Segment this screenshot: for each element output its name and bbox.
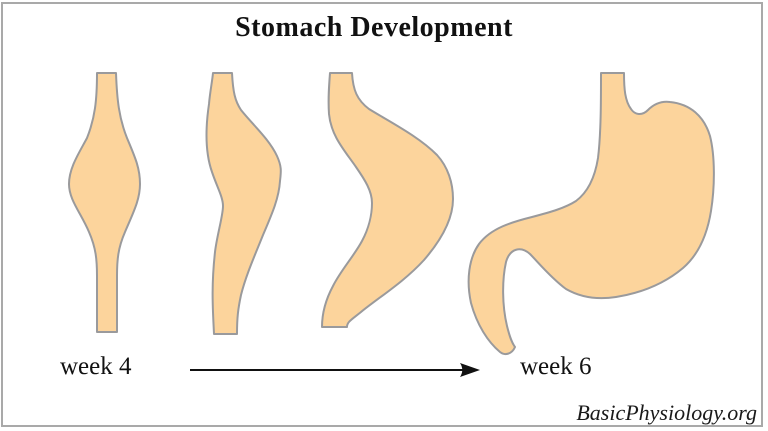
attribution-text: BasicPhysiology.org: [576, 400, 757, 425]
page-title: Stomach Development: [235, 12, 513, 43]
timeline-arrow-head: [460, 363, 480, 377]
week-4-label: week 4: [60, 353, 132, 380]
stomach-stage-4-shape: [467, 72, 715, 356]
week-6-label: week 6: [520, 353, 592, 380]
stomach-stage-2-shape: [205, 72, 282, 335]
timeline-arrow: [190, 363, 480, 377]
stomach-stage-3-shape: [321, 72, 454, 328]
stomach-stage-1-shape: [68, 72, 141, 333]
